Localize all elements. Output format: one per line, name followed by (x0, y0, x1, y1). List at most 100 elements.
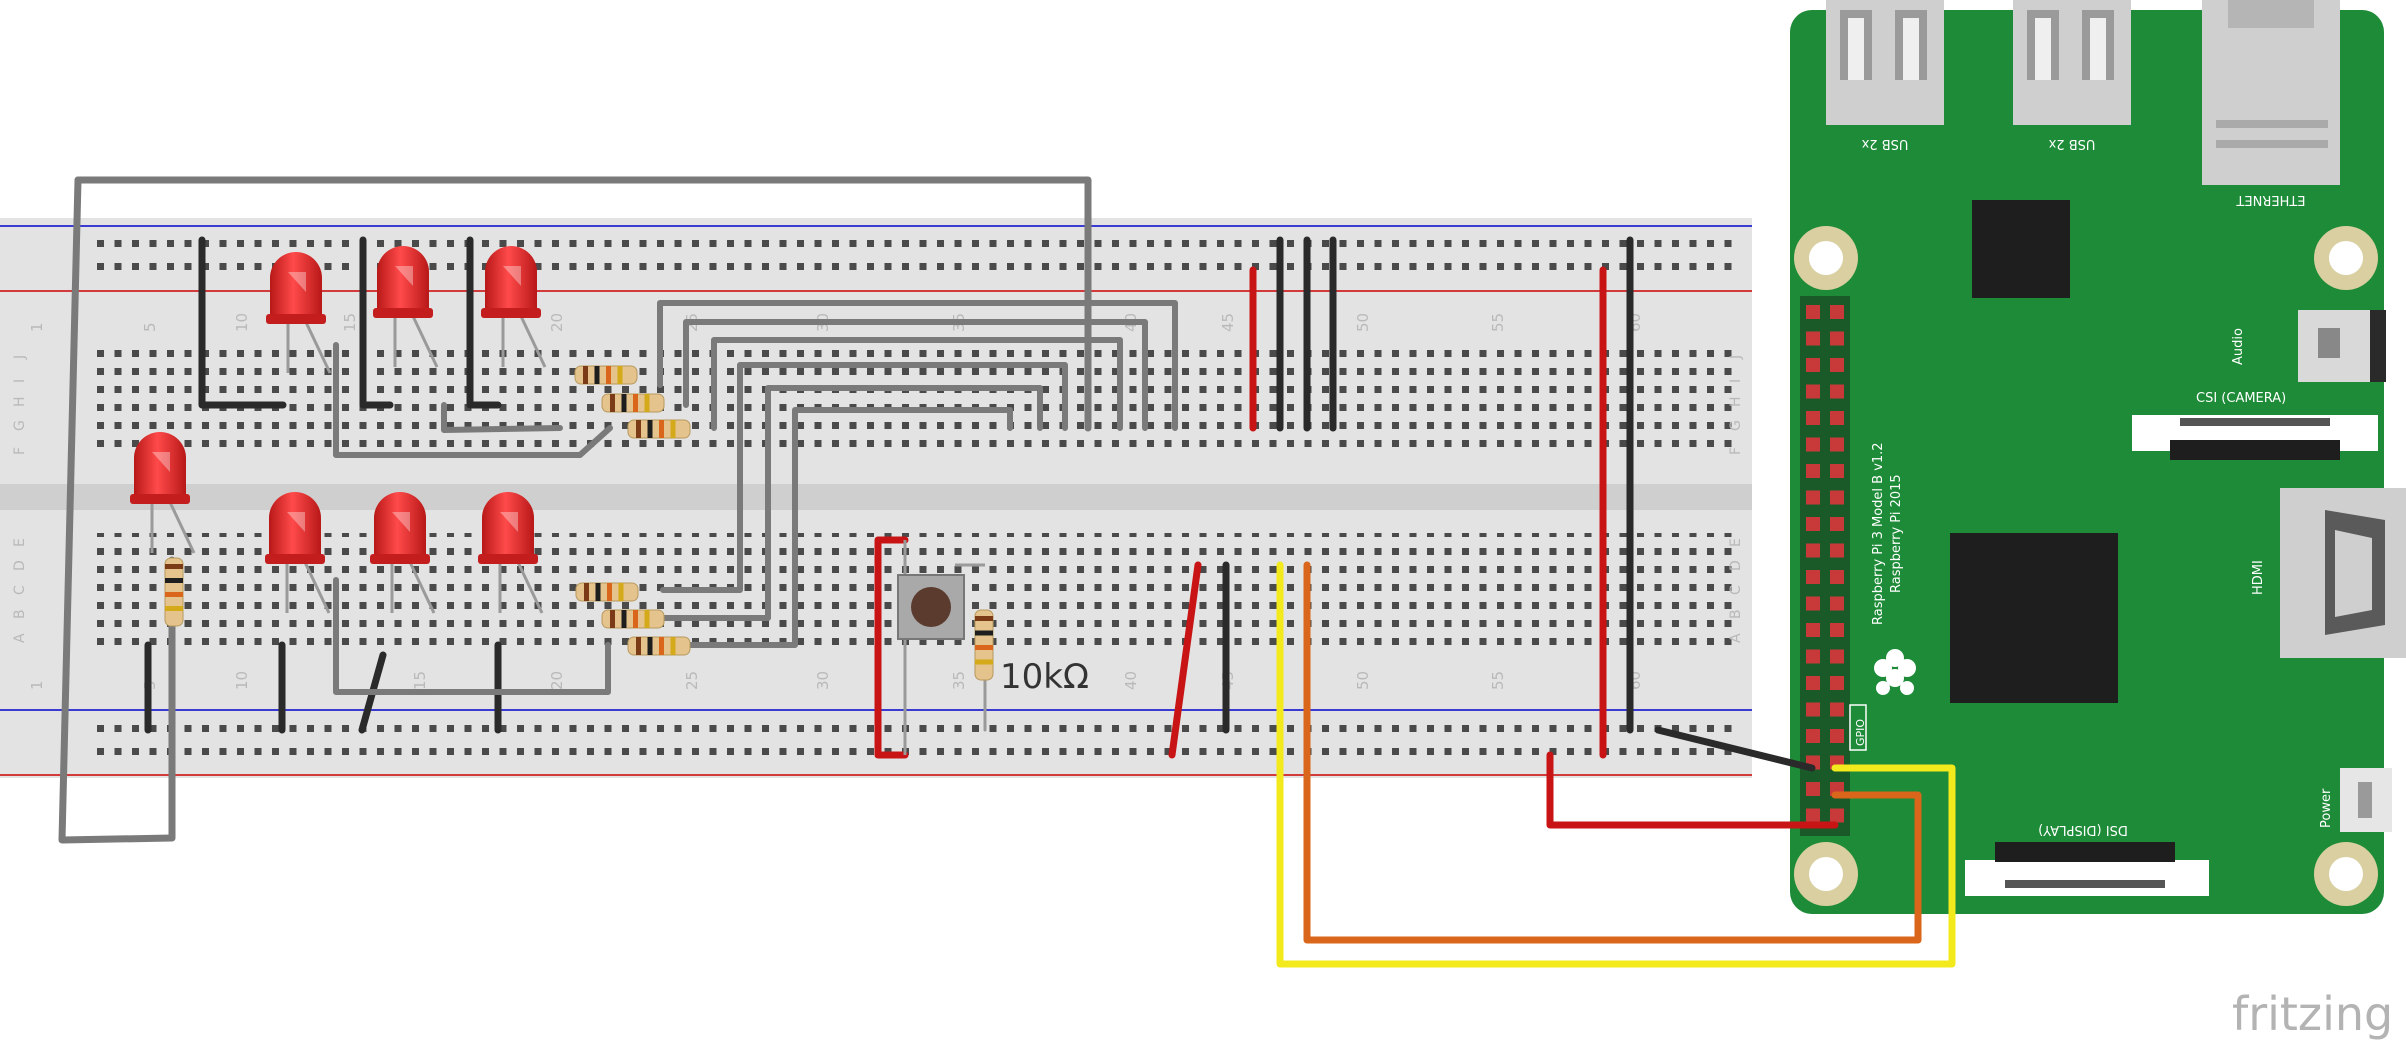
resistor (575, 582, 639, 602)
svg-text:E: E (12, 538, 28, 547)
wire-red-diagonal (1168, 561, 1202, 759)
svg-text:G: G (12, 420, 28, 431)
wire-gray-d (683, 319, 1148, 431)
svg-text:J: J (1728, 355, 1744, 360)
svg-text:50: 50 (1354, 313, 1372, 332)
svg-text:10: 10 (233, 671, 251, 690)
audio-jack (2298, 310, 2386, 382)
svg-text:1: 1 (28, 680, 46, 690)
gpio-pin (1806, 702, 1820, 717)
gpio-pin (1830, 331, 1844, 346)
svg-text:I: I (1728, 379, 1744, 383)
gpio-pin (1806, 305, 1820, 319)
svg-text:F: F (1728, 447, 1744, 455)
gpio-pin (1830, 464, 1844, 478)
ethernet-label: ETHERNET (2236, 192, 2305, 207)
camera-label: CSI (CAMERA) (2196, 391, 2286, 406)
power-port (2340, 768, 2392, 832)
wire-gray-e (711, 337, 1123, 431)
raspberry-pi-board: USB 2x USB 2x ETHERNET (1790, 0, 2406, 914)
gpio-pin (1806, 570, 1820, 584)
svg-text:15: 15 (341, 313, 359, 332)
gpio-pin (1806, 808, 1820, 823)
display-label: DSI (DISPLAY) (2038, 822, 2128, 837)
gpio-pin (1830, 517, 1844, 531)
leds (130, 246, 547, 614)
wire-gray-f (660, 362, 1068, 593)
ram-chip (1972, 200, 2070, 298)
wire-black-3 (466, 236, 502, 409)
gpio-pin (1830, 543, 1844, 558)
gpio-pin (1830, 808, 1844, 823)
audio-label: Audio (2231, 328, 2246, 365)
svg-text:E: E (1728, 538, 1744, 547)
fritzing-watermark: fritzing (2232, 987, 2393, 1041)
gpio-pin (1806, 543, 1820, 558)
gpio-pin (1806, 782, 1820, 796)
resistors (164, 365, 994, 681)
wires (58, 176, 1956, 968)
led-red (481, 246, 547, 368)
svg-text:5: 5 (141, 322, 159, 332)
wire-gray-bottom (333, 577, 611, 695)
gpio-pin (1806, 649, 1820, 664)
gpio-pin (1806, 464, 1820, 478)
wire-red-button (874, 536, 909, 759)
gpio-pin (1830, 729, 1844, 743)
pi-pcb (1790, 10, 2384, 914)
svg-text:G: G (1728, 420, 1744, 431)
svg-text:45: 45 (1219, 313, 1237, 332)
led-red (265, 492, 331, 614)
hdmi-port (2280, 488, 2406, 658)
svg-text:A: A (12, 633, 28, 643)
svg-text:35: 35 (950, 671, 968, 690)
gpio-pin (1830, 649, 1844, 664)
gpio-header (1800, 296, 1850, 836)
svg-text:15: 15 (411, 671, 429, 690)
gpio-pin (1806, 411, 1820, 425)
power-label: Power (2319, 788, 2334, 828)
raspberry-logo-icon (1874, 649, 1916, 695)
gpio-pin (1830, 384, 1844, 399)
gpio-pin (1806, 729, 1820, 743)
bottom-rail-holes (92, 720, 1732, 766)
led-red (478, 492, 544, 614)
svg-text:55: 55 (1489, 671, 1507, 690)
column-numbers-bottom: 1 5 10 15 20 25 30 35 40 45 50 55 60 (28, 671, 1644, 690)
gpio-pin (1830, 623, 1844, 637)
svg-text:F: F (12, 447, 28, 455)
svg-text:50: 50 (1354, 671, 1372, 690)
push-button (897, 540, 985, 755)
row-letters-left: J I H G F E D C B A (12, 355, 28, 643)
top-rail-holes (92, 235, 1732, 281)
resistor (601, 609, 665, 629)
gpio-pin (1806, 517, 1820, 531)
csi-camera-connector (2132, 415, 2378, 460)
resistor-value-label: 10kΩ (1000, 657, 1089, 697)
gpio-pin (1806, 676, 1820, 690)
svg-text:A: A (1728, 633, 1744, 643)
gpio-pin (1830, 490, 1844, 505)
svg-text:D: D (1728, 560, 1744, 571)
usb-right-label: USB 2x (2048, 136, 2095, 151)
wire-gray-h (660, 407, 1013, 648)
usb-port-left (1826, 0, 1944, 125)
soc-chip (1950, 533, 2118, 703)
gpio-pin (1806, 384, 1820, 399)
gpio-pin (1806, 623, 1820, 637)
wire-black-gpio (1654, 726, 1816, 772)
gpio-pin (1830, 358, 1844, 372)
gpio-pin (1806, 596, 1820, 611)
gpio-pin (1806, 490, 1820, 505)
gpio-pin (1830, 596, 1844, 611)
wire-yellow (1276, 561, 1956, 968)
svg-text:30: 30 (814, 671, 832, 690)
svg-text:H: H (1728, 396, 1744, 407)
wire-gray-c (657, 300, 1178, 431)
svg-text:10: 10 (233, 313, 251, 332)
wire-black-2 (359, 236, 394, 409)
svg-text:I: I (12, 379, 28, 383)
svg-text:D: D (12, 560, 28, 571)
led-red (130, 432, 196, 554)
